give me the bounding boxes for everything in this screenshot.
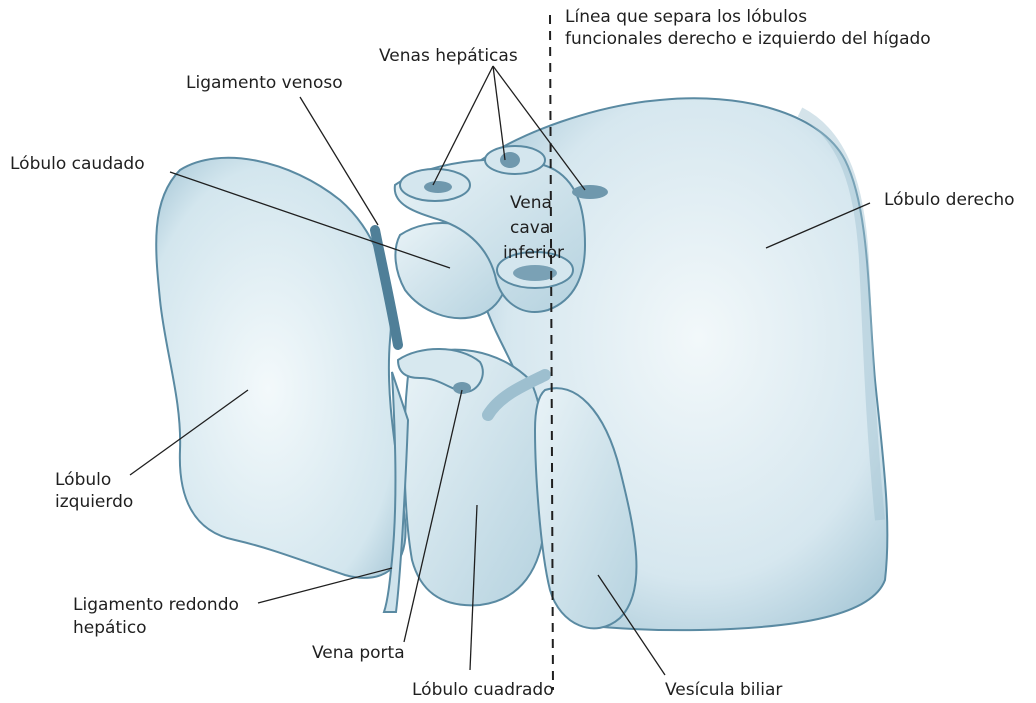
label-ivc-1: Vena [510, 193, 552, 214]
label-left-lobe-1: Lóbulo [55, 470, 111, 491]
label-left-lobe-2: izquierdo [55, 492, 133, 513]
label-gallbladder: Vesícula biliar [665, 680, 782, 701]
label-round-ligament-2: hepático [73, 618, 147, 639]
label-hepatic-veins: Venas hepáticas [379, 46, 518, 67]
label-separation-line-2: funcionales derecho e izquierdo del híga… [565, 29, 931, 50]
left-lobe-shape [156, 158, 405, 578]
leader-round-ligament [258, 568, 392, 603]
label-ivc-3: inferior [503, 243, 564, 264]
label-quadrate-lobe: Lóbulo cuadrado [412, 680, 554, 701]
label-venous-ligament: Ligamento venoso [186, 73, 343, 94]
hepatic-vein-right-opening [572, 185, 608, 199]
label-round-ligament-1: Ligamento redondo [73, 595, 239, 616]
label-right-lobe: Lóbulo derecho [884, 190, 1015, 211]
label-separation-line-1: Línea que separa los lóbulos [565, 7, 807, 28]
label-portal-vein: Vena porta [312, 643, 405, 664]
label-ivc-2: cava [510, 218, 550, 239]
label-caudate-lobe: Lóbulo caudado [10, 154, 145, 175]
